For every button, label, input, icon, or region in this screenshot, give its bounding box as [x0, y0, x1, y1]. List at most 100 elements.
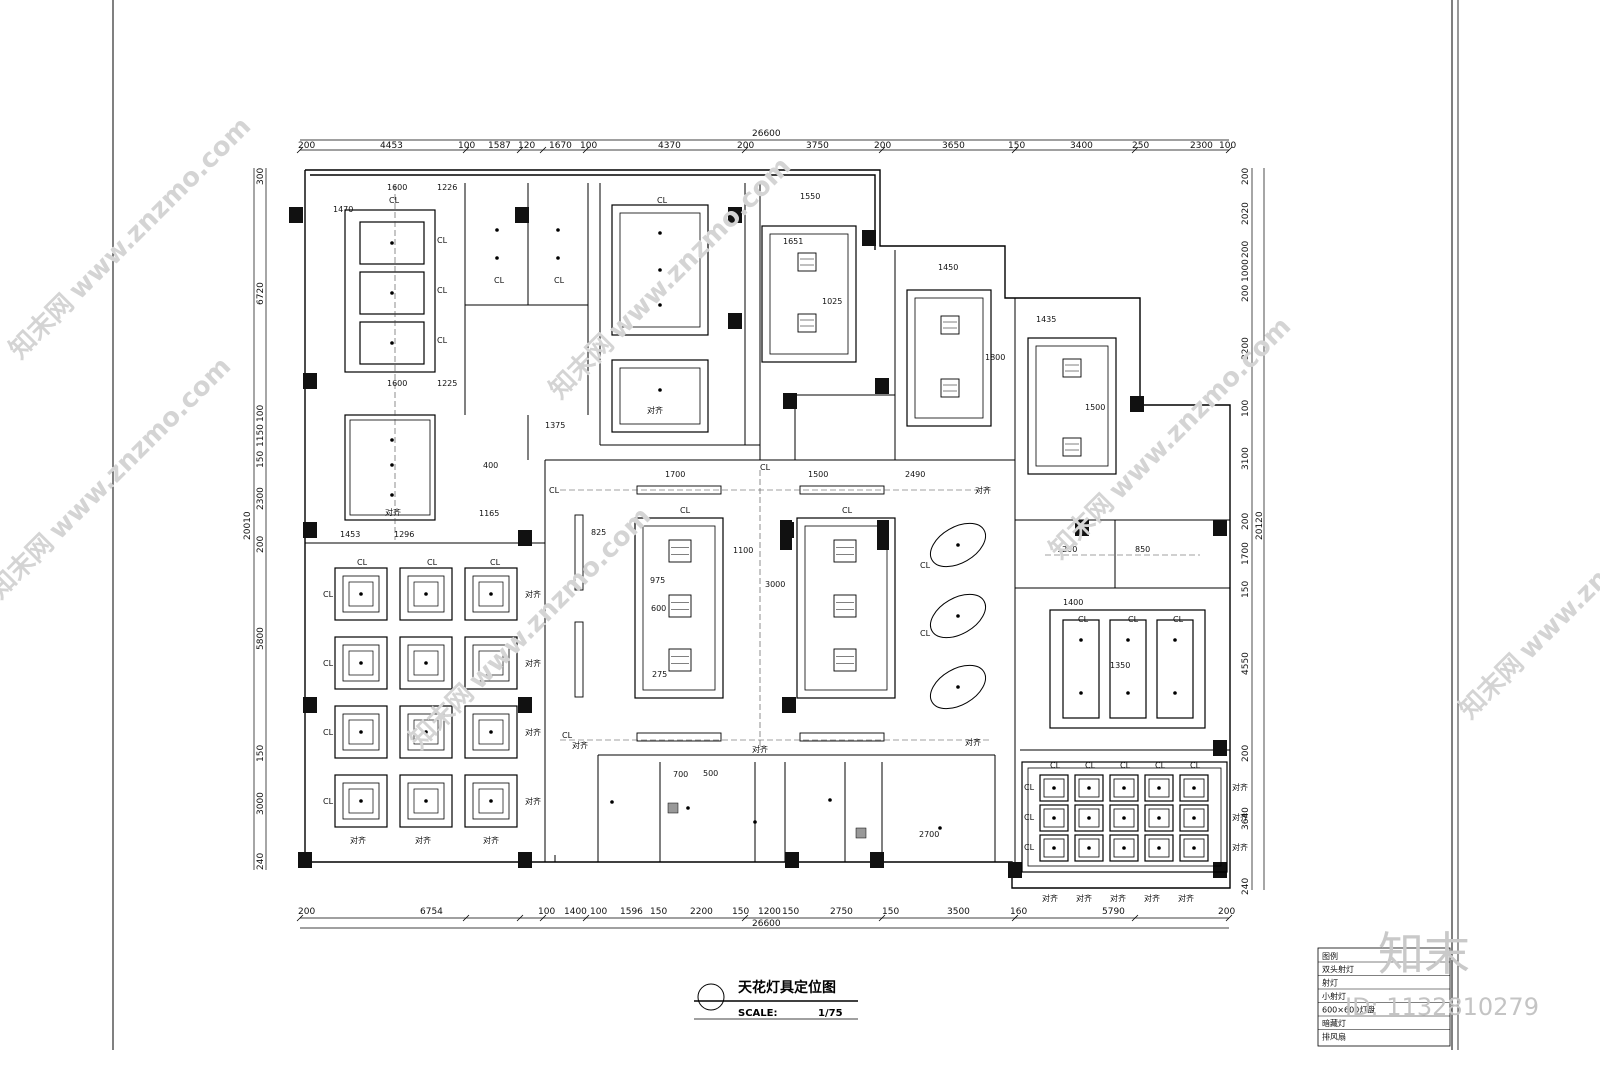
hall-panel-right-inner — [804, 525, 888, 691]
spot-light — [390, 438, 394, 442]
top-dim-label: 3400 — [1070, 141, 1093, 151]
pendant-oval — [930, 522, 986, 568]
cl-label: CL — [323, 728, 334, 737]
ceiling-grid-cell-inner — [342, 782, 380, 820]
top-dim-label: 3750 — [806, 141, 829, 151]
light-fixture — [833, 594, 857, 618]
exhaust-fan — [855, 827, 867, 839]
top-dim-label: 100 — [580, 141, 597, 151]
bottom-dim-label: 3500 — [947, 907, 970, 917]
watermark-site: www.znzmo.com — [463, 502, 657, 696]
left-dim-label: 150 — [256, 451, 266, 468]
id-watermark: ID: 1132810279 — [1345, 993, 1539, 1021]
left-dim-label: 6720 — [256, 282, 266, 305]
scale-label: SCALE: — [738, 1008, 777, 1019]
dim-tick — [1225, 914, 1233, 922]
drawing-title: 天花灯具定位图 — [738, 979, 836, 996]
grid-panel-inner — [1183, 778, 1205, 798]
structural-column — [862, 230, 876, 246]
right-dim-label: 200 — [1241, 241, 1251, 258]
align-label: 对齐 — [525, 589, 541, 599]
bottom-dim-label: 200 — [1218, 907, 1235, 917]
cl-label: CL — [437, 286, 448, 295]
ceiling-panel-g — [1027, 337, 1117, 475]
grid-panel-inner — [1043, 838, 1065, 858]
top-dim-label: 1587 — [488, 141, 511, 151]
align-label: 对齐 — [975, 485, 991, 495]
grid-panel — [1074, 834, 1104, 862]
top-dim-label: 100 — [458, 141, 475, 151]
spot-light — [1052, 846, 1056, 850]
spot-light — [495, 256, 499, 260]
ceiling-panel-e-inner — [769, 233, 849, 355]
spot-light — [1192, 786, 1196, 790]
right-dim-label: 200 — [1241, 513, 1251, 530]
left-dim-label: 300 — [256, 168, 266, 185]
grid-panel — [1179, 834, 1209, 862]
right-dim-label: 3200 — [1241, 337, 1251, 360]
structural-column — [518, 530, 532, 546]
right-dim-label: 2020 — [1241, 202, 1251, 225]
interior-dim: 1700 — [665, 470, 685, 479]
ceiling-panel-b-inner — [349, 419, 431, 516]
ceiling-panel-d-inner — [619, 367, 701, 425]
ceiling-grid-cell — [464, 774, 518, 828]
interior-dim: 2490 — [905, 470, 925, 479]
align-label: 对齐 — [965, 737, 981, 747]
dim-tick — [1011, 914, 1019, 922]
watermark-cn: 知末网 — [4, 289, 80, 365]
bottom-dim-label: 150 — [882, 907, 899, 917]
watermark-cn: 知末网 — [544, 329, 620, 405]
align-label: 对齐 — [525, 796, 541, 806]
interior-dim: 275 — [652, 670, 667, 679]
interior-dim: 1500 — [808, 470, 828, 479]
interior-dim: 1225 — [437, 379, 457, 388]
spot-light — [938, 826, 942, 830]
grid-panel-inner — [1043, 778, 1065, 798]
cl-label: CL — [1085, 761, 1096, 770]
spot-light — [489, 799, 493, 803]
interior-dim: 1550 — [800, 192, 820, 201]
cl-label: CL — [494, 276, 505, 285]
light-fixture — [668, 648, 692, 672]
cl-label: CL — [1024, 813, 1035, 822]
grid-inner — [413, 788, 439, 814]
brand-watermark: 知末 — [1378, 927, 1470, 981]
cl-label: CL — [323, 659, 334, 668]
cl-label: CL — [1050, 761, 1061, 770]
dim-tick — [1011, 146, 1019, 154]
bottom-dim-label: 2750 — [830, 907, 853, 917]
structural-column — [785, 852, 799, 868]
structural-column — [289, 207, 303, 223]
ceiling-grid-cell — [464, 567, 518, 621]
hall-panel-right — [796, 517, 896, 699]
structural-column — [782, 697, 796, 713]
bottom-dim-label: 2200 — [690, 907, 713, 917]
alignment-lines — [394, 185, 1200, 750]
spot-light — [658, 303, 662, 307]
dim-tick — [582, 146, 590, 154]
cl-label: CL — [1155, 761, 1166, 770]
left-dim-label: 5800 — [256, 627, 266, 650]
bottom-dim-label: 6754 — [420, 907, 443, 917]
bottom-dim-label: 1200 — [758, 907, 781, 917]
grid-panel — [1039, 774, 1069, 802]
structural-column — [1130, 396, 1144, 412]
legend-item-label: 暗藏灯 — [1322, 1018, 1346, 1028]
light-fixture — [1062, 437, 1082, 457]
pendant-oval — [930, 664, 986, 710]
interior-dim: 1165 — [479, 509, 499, 518]
watermark-cn: 知末网 — [404, 679, 480, 755]
light-trough — [1109, 619, 1147, 719]
watermarks: 知末网www.znzmo.com知末网www.znzmo.com知末网www.z… — [0, 112, 1600, 755]
top-dim-label: 4453 — [380, 141, 403, 151]
ceiling-grid-cell-inner — [472, 713, 510, 751]
left-dim-label: 1150 — [256, 424, 266, 447]
cl-label: CL — [554, 276, 565, 285]
interior-dim: 1435 — [1036, 315, 1056, 324]
spot-light — [556, 256, 560, 260]
cl-label: CL — [657, 196, 668, 205]
column-block — [780, 520, 792, 550]
cl-label: CL — [1120, 761, 1131, 770]
grid-panel-inner — [1113, 808, 1135, 828]
